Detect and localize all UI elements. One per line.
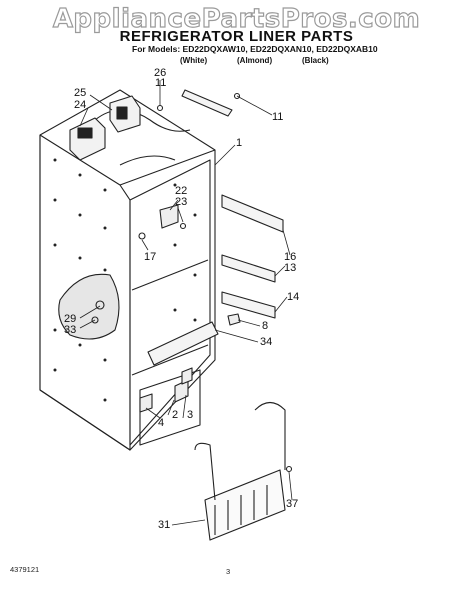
callout-33: 33 [64,324,77,336]
callout-4: 4 [158,417,165,429]
callout-23: 23 [175,196,188,208]
callout-11-top: 11 [155,77,167,89]
watermark-text: AppliancePartsPros.com [52,3,421,34]
part-14-rail [221,291,276,319]
callout-25: 25 [74,87,87,99]
callout-34: 34 [260,336,273,348]
callout-24: 24 [74,99,87,111]
part-13-rail [221,254,276,283]
callout-31: 31 [158,519,171,531]
callout-22: 22 [175,185,188,197]
callout-16: 16 [284,251,297,263]
doc-number: 4379121 [10,565,40,574]
callout-3: 3 [187,409,194,421]
callout-14: 14 [287,291,300,303]
liner-outer [39,89,216,451]
diagram-title: REFRIGERATOR LINER PARTS [119,28,354,45]
part-34-tube [147,321,219,366]
variant-black: (Black) [302,56,329,65]
callout-11-right: 11 [272,111,284,123]
callout-26: 26 [154,67,167,79]
variant-almond: (Almond) [237,56,273,65]
callout-17: 17 [144,251,157,263]
callout-2: 2 [172,409,179,421]
callout-29: 29 [64,313,77,325]
callout-37: 37 [286,498,299,510]
part-31-wire-basket [204,469,286,541]
liner-side [39,135,131,451]
callout-1: 1 [236,137,243,149]
variant-white: (White) [180,56,208,65]
page-number: 3 [226,567,231,576]
part-26-trim [181,89,233,117]
callout-8: 8 [262,320,269,332]
part-16-support [221,194,284,233]
callout-13: 13 [284,262,297,274]
part-24-housing [69,117,106,161]
liner-top-edge [39,134,216,186]
model-list: For Models: ED22DQXAW10, ED22DQXAN10, ED… [132,44,378,54]
